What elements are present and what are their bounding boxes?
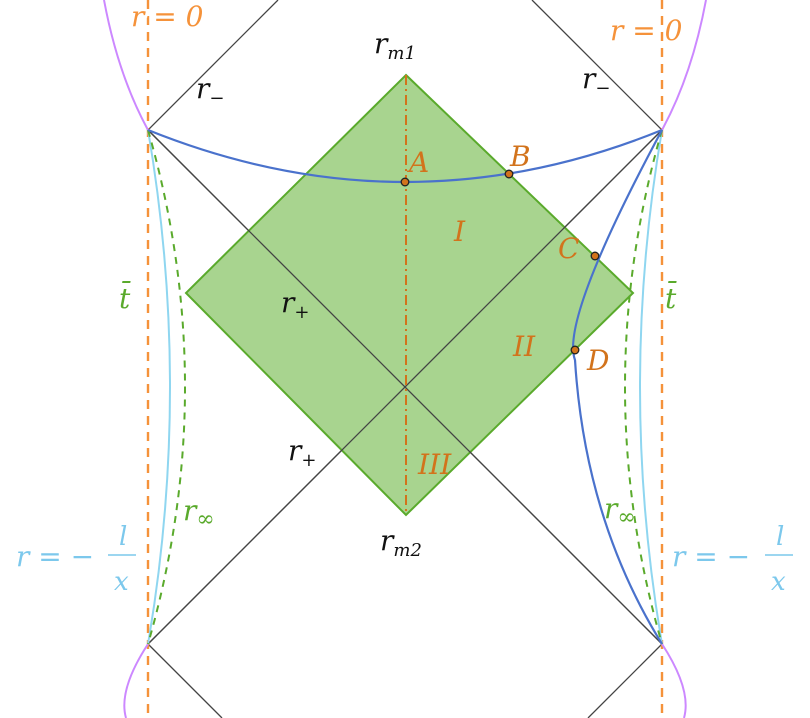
r-infinity-curve-right [624,129,663,645]
label-t-bar-left: t̄ [119,280,132,315]
null-line-ur [531,0,663,131]
svg-text:x: x [771,567,786,597]
svg-text:x: x [114,567,129,597]
null-lines-overlay [147,129,663,645]
purple-curve-tl [103,0,149,131]
label-r-minus-right: r− [582,62,610,99]
cyan-curve-left [147,129,171,645]
point-d [570,345,580,355]
label-point-b: B [509,140,531,173]
null-line-bl [147,643,223,718]
points [400,169,600,355]
label-r-zero-left: r = 0 [131,0,203,33]
label-r-plus-upper: r+ [281,286,309,323]
label-point-a: A [406,146,429,179]
label-r-infinity-left: r∞ [183,494,215,532]
label-point-c: C [558,232,579,265]
r-infinity-curves [147,129,663,645]
purple-curve-bl [123,643,149,718]
label-r-minus-left: r− [196,72,224,109]
label-point-d: D [586,344,609,377]
blue-curve-right [571,129,663,645]
null-line-br [587,643,663,718]
label-r-plus-lower: r+ [288,434,316,471]
purple-curve-br [661,643,687,718]
cyan-curve-right [639,129,663,645]
label-r-m1: rm1 [374,27,416,64]
green-diamond-region [184,73,635,517]
svg-text:l: l [776,522,784,552]
label-region-iii: III [417,448,452,481]
label-r-zero-right: r = 0 [610,14,682,47]
svg-text:r = −: r = − [672,540,750,573]
point-c [590,251,600,261]
purple-curve-tr [661,0,707,131]
null-line-ul [147,0,279,131]
label-t-bar-right: t̄ [665,280,678,315]
label-region-i: I [453,215,466,248]
label-r-m2: rm2 [380,524,422,561]
cyan-curves [147,129,663,645]
label-region-ii: II [512,330,536,363]
label-r-infinity-right: r∞ [604,492,636,530]
point-b [504,169,514,179]
point-a [400,177,410,187]
label-r-neg-right: r = − l x [672,522,793,597]
r-zero-lines [146,0,664,718]
r-infinity-curve-left [147,129,186,645]
svg-text:l: l [119,522,127,552]
purple-curves [103,0,707,718]
svg-text:r = −: r = − [16,540,94,573]
label-r-neg-left: r = − l x [16,522,136,597]
